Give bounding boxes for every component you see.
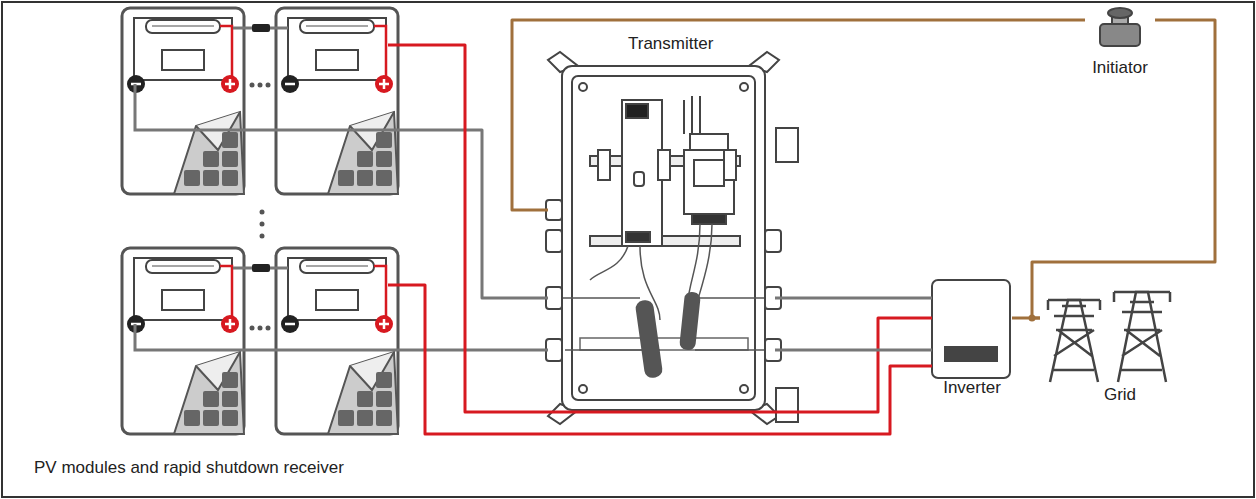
- component-label: Inverter: [943, 378, 1001, 398]
- cable-glands: [546, 128, 798, 422]
- component-node: PV modules and rapid shutdown receiver: [20, 6, 412, 488]
- component-node: Initiator: [1085, 4, 1155, 82]
- component-label: PV modules and rapid shutdown receiver: [34, 458, 344, 478]
- wire-connector: [1012, 317, 1040, 320]
- wire-connector: [512, 20, 1085, 210]
- initiator-switch: [1100, 8, 1140, 46]
- component-label: Transmitter: [628, 34, 713, 54]
- transmitter-cables: [560, 224, 765, 350]
- component-node: Inverter: [932, 280, 1012, 400]
- grid-pylons: [1048, 292, 1170, 382]
- current-transformer: [635, 291, 701, 379]
- module-wires: [135, 28, 412, 350]
- component-node: Transmitter: [548, 34, 775, 424]
- component-label: Initiator: [1092, 58, 1148, 78]
- pv-module: [122, 248, 244, 434]
- pv-module: [122, 8, 244, 194]
- wire-connector: [412, 130, 548, 350]
- transmitter-housing: [548, 52, 779, 424]
- wire-connector: [1032, 20, 1215, 318]
- component-label: Grid: [1104, 385, 1136, 405]
- module-connector: [252, 24, 270, 272]
- pv-module: [276, 248, 398, 434]
- component-node: Grid: [1040, 282, 1180, 407]
- pv-modules: [122, 8, 398, 434]
- ellipsis-dots: [250, 83, 271, 331]
- inverter-box: [932, 280, 1010, 378]
- wire-connector: [412, 45, 932, 434]
- pv-module: [276, 8, 398, 194]
- wire-connector: [775, 298, 932, 350]
